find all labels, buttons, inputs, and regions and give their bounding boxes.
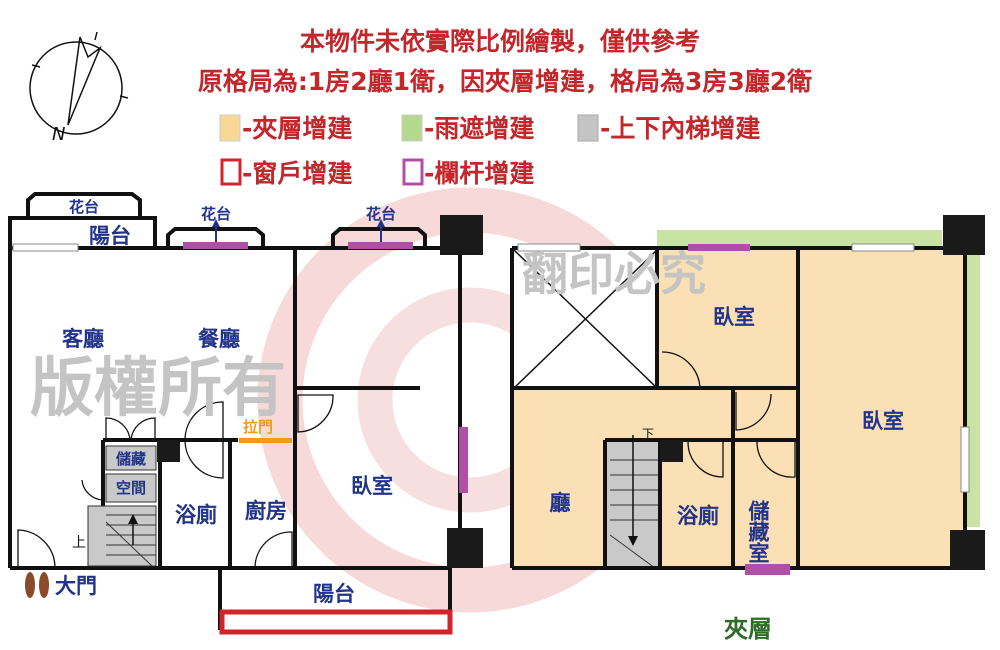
- legend-swatch-window: [220, 158, 242, 186]
- bedroom-label: 臥室: [862, 409, 904, 433]
- balcony-label: 陽台: [313, 582, 355, 606]
- dining-room-label: 餐廳: [198, 327, 240, 351]
- window-addition: [219, 609, 453, 635]
- disclaimer-text: 本物件未依實際比例繪製，僅供參考: [300, 27, 700, 56]
- window: [960, 426, 970, 493]
- bedroom-label: 臥室: [351, 474, 393, 498]
- legend-label: -夾層增建: [242, 114, 352, 143]
- sliding-door: [239, 438, 292, 443]
- living-room-label: 客廳: [62, 327, 104, 351]
- bedroom-label: 臥室: [713, 305, 755, 329]
- legend-swatch-canopy: [401, 114, 423, 142]
- legend-label: -雨遮增建: [424, 114, 534, 143]
- compass-north-label: N: [52, 124, 65, 145]
- main-door-swing: [17, 529, 56, 569]
- legend-swatch-stairs: [577, 114, 599, 142]
- pillar: [447, 528, 483, 568]
- pillar: [943, 215, 985, 255]
- railing: [183, 242, 248, 249]
- stairs-down-label: 下: [642, 427, 654, 441]
- legend-label: -欄杆增建: [424, 159, 534, 188]
- planter-label: 花台: [69, 198, 99, 216]
- railing: [745, 564, 790, 575]
- stairs-up-label: 上: [72, 535, 86, 551]
- storage-label: 儲藏: [116, 450, 146, 468]
- kitchen-label: 廚房: [245, 499, 287, 523]
- planter-label: 花台: [366, 205, 396, 223]
- watermark-left: 版權所有: [30, 352, 286, 426]
- legend-swatch-mezzanine: [219, 114, 241, 142]
- pillar: [660, 440, 683, 462]
- mezzanine-plan: 臥室 臥室 廳 浴廁 儲藏室 下 夾層: [510, 215, 985, 643]
- hall-label: 廳: [550, 491, 571, 515]
- pillar: [440, 215, 483, 255]
- sliding-door-label: 拉門: [243, 418, 273, 436]
- window: [517, 243, 581, 252]
- main-door-label: 大門: [55, 574, 97, 598]
- mezzanine-caption: 夾層: [724, 615, 772, 643]
- planter-label: 花台: [201, 205, 231, 223]
- bathroom-label: 浴廁: [677, 504, 719, 528]
- legend-label: -上下內梯增建: [600, 114, 760, 143]
- bathroom-label: 浴廁: [175, 503, 217, 527]
- railing: [459, 427, 468, 493]
- window: [12, 243, 79, 252]
- compass-icon: [29, 31, 129, 135]
- pillar: [157, 440, 180, 462]
- stairs: [87, 505, 157, 567]
- layout-description: 原格局為:1房2廳1衛，因夾層增建，格局為3房3廳2衛: [198, 67, 812, 96]
- legend-swatch-railing: [402, 158, 424, 186]
- window: [851, 243, 915, 252]
- legend: -夾層增建 -雨遮增建 -上下內梯增建 -窗戶增建 -欄杆增建: [219, 114, 760, 188]
- shoes-icon: [25, 572, 49, 598]
- railing: [688, 244, 750, 251]
- storage-label: 空間: [116, 479, 146, 497]
- legend-label: -窗戶增建: [242, 159, 352, 188]
- ground-floor-plan: 花台 陽台 花台 花台 客廳 餐廳 拉門 儲藏 空間 浴廁 廚房 臥室 上 大門…: [8, 192, 483, 635]
- balcony-label: 陽台: [89, 224, 131, 248]
- pillar: [950, 530, 985, 570]
- storage-room-label: 儲藏室: [746, 499, 770, 563]
- railing: [348, 242, 413, 249]
- watermark-right: 翻印必究: [522, 247, 706, 301]
